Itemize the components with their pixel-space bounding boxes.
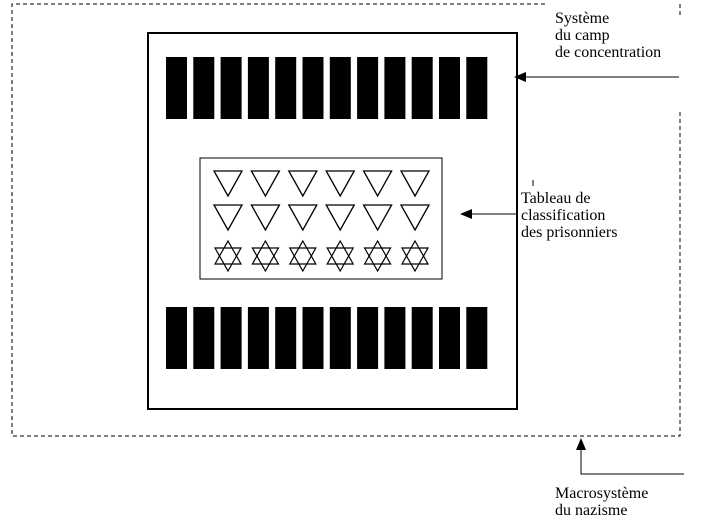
camp-system-box <box>147 32 518 410</box>
barrack-bottom-2 <box>193 307 215 369</box>
barrack-top-2 <box>193 57 215 119</box>
star-of-david-icon <box>326 239 355 273</box>
star-of-david-icon <box>400 239 430 273</box>
barrack-bottom-10 <box>411 307 433 369</box>
table-arrow-head <box>460 209 472 219</box>
star-of-david-icon <box>251 239 280 273</box>
barrack-top-3 <box>220 57 242 119</box>
barrack-top-5 <box>275 57 297 119</box>
inverted-triangle-icon <box>287 170 318 198</box>
inverted-triangle-icon <box>362 170 393 198</box>
inverted-triangle-icon <box>399 170 431 198</box>
barrack-bottom-7 <box>329 307 351 369</box>
barrack-top-12 <box>466 57 488 119</box>
barrack-bottom-1 <box>166 307 187 369</box>
camp-arrow-head <box>514 72 526 82</box>
barrack-top-6 <box>302 57 324 119</box>
camp-system-label: Système du camp de concentration <box>555 10 662 61</box>
barrack-top-11 <box>439 57 460 119</box>
barrack-top-9 <box>384 57 406 119</box>
inverted-triangle-icon <box>325 204 356 232</box>
barrack-bottom-3 <box>220 307 242 369</box>
barrack-bottom-5 <box>275 307 297 369</box>
barracks-bottom-row <box>166 307 488 369</box>
classification-table-label: Tableau de classification des prisonnier… <box>521 190 618 241</box>
barrack-top-1 <box>166 57 187 119</box>
barrack-top-7 <box>329 57 351 119</box>
inverted-triangle-icon <box>362 204 393 232</box>
prisoner-symbols-grid <box>212 170 431 273</box>
barrack-bottom-6 <box>302 307 324 369</box>
inverted-triangle-icon <box>399 204 431 232</box>
star-of-david-icon <box>363 239 392 273</box>
inverted-triangle-icon <box>212 170 244 198</box>
classification-table-box <box>199 157 443 280</box>
barracks-top-row <box>166 57 488 119</box>
macro-arrow-line <box>580 448 684 475</box>
macro-arrow-head <box>576 438 586 450</box>
inverted-triangle-icon <box>287 204 318 232</box>
inverted-triangle-icon <box>325 170 356 198</box>
star-of-david-icon <box>288 239 317 273</box>
barrack-bottom-8 <box>357 307 379 369</box>
star-of-david-icon <box>213 239 243 273</box>
inverted-triangle-icon <box>250 204 281 232</box>
barrack-top-10 <box>411 57 433 119</box>
inverted-triangle-icon <box>250 170 281 198</box>
macrosystem-label: Macrosystème du nazisme <box>555 485 649 519</box>
inverted-triangle-icon <box>212 204 244 232</box>
barrack-bottom-4 <box>247 307 269 369</box>
barrack-bottom-11 <box>439 307 460 369</box>
barrack-top-4 <box>247 57 269 119</box>
barrack-bottom-9 <box>384 307 406 369</box>
barrack-top-8 <box>357 57 379 119</box>
barrack-bottom-12 <box>466 307 488 369</box>
